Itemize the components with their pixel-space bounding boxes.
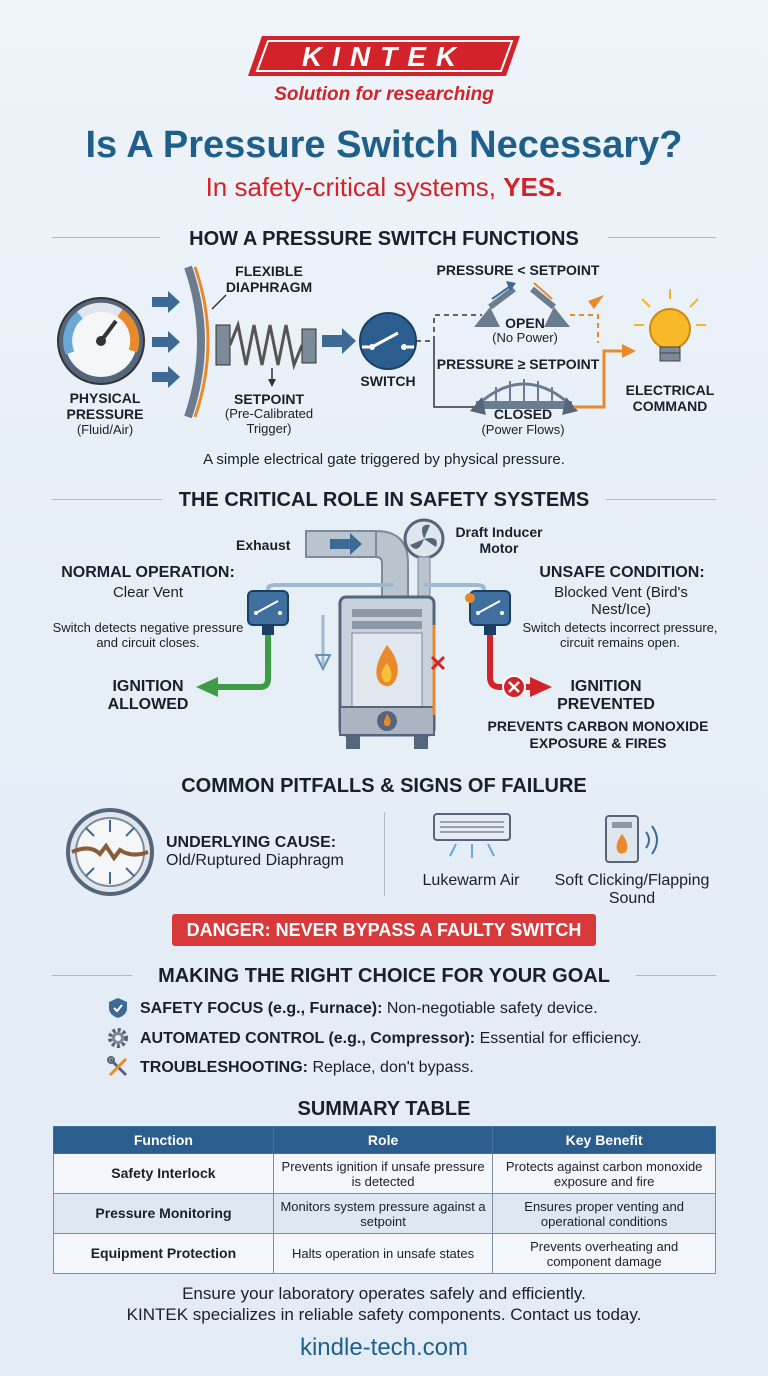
tools-icon [107, 1056, 128, 1077]
table-header-row: Function Role Key Benefit [53, 1126, 716, 1154]
electrical-command-label: ELECTRICAL COMMAND [625, 382, 715, 414]
closed-bridge-icon [470, 379, 578, 415]
setpoint-label: SETPOINT [233, 391, 304, 407]
footer-line-1: Ensure your laboratory operates safely a… [182, 1284, 586, 1303]
gear-icon [108, 1028, 128, 1048]
open-sublabel: (No Power) [492, 330, 558, 345]
section-heading-safety: THE CRITICAL ROLE IN SAFETY SYSTEMS [178, 489, 590, 511]
divider [52, 237, 160, 238]
table-row: Safety Interlock Prevents ignition if un… [53, 1153, 716, 1194]
website-link[interactable]: kindle-tech.com [299, 1334, 469, 1361]
column-header: Role [272, 1126, 494, 1154]
section-heading-function: HOW A PRESSURE SWITCH FUNCTIONS [189, 228, 579, 250]
brand-tagline: Solution for researching [274, 84, 494, 105]
section-heading-choice: MAKING THE RIGHT CHOICE FOR YOUR GOAL [158, 965, 610, 987]
closed-sublabel: (Power Flows) [481, 422, 565, 437]
pressure-switch-diagram [57, 265, 706, 419]
unsafe-condition-sub: Blocked Vent (Bird's Nest/Ice) [554, 584, 688, 618]
table-cell: Safety Interlock [53, 1153, 274, 1194]
page-subtitle: In safety-critical systems, YES. [205, 172, 563, 202]
column-header: Key Benefit [492, 1126, 716, 1154]
pressure-gauge-icon [57, 297, 145, 385]
divider [636, 975, 716, 976]
right-pressure-switch-icon [465, 590, 511, 635]
table-cell: Pressure Monitoring [53, 1193, 274, 1234]
divider [606, 499, 716, 500]
draft-inducer-label: Draft Inducer Motor [455, 524, 543, 556]
summary-table: Function Role Key Benefit Safety Interlo… [53, 1126, 716, 1274]
sign-lukewarm-air: Lukewarm Air [422, 872, 520, 889]
divider [52, 499, 162, 500]
light-bulb-icon [634, 289, 706, 362]
exhaust-label: Exhaust [236, 537, 291, 553]
furnace-sound-icon [605, 815, 658, 863]
summary-table-heading: SUMMARY TABLE [297, 1098, 471, 1120]
unsafe-condition-desc: Switch detects incorrect pressure, circu… [522, 620, 718, 650]
ac-unit-icon [433, 813, 511, 858]
prevents-co-label: PREVENTS CARBON MONOXIDE EXPOSURE & FIRE… [487, 718, 709, 751]
table-cell: Halts operation in unsafe states [272, 1233, 494, 1274]
normal-operation-sub: Clear Vent [112, 584, 184, 601]
gauge-label: PHYSICAL PRESSURE [66, 390, 144, 422]
table-cell: Equipment Protection [53, 1233, 274, 1274]
danger-banner: DANGER: NEVER BYPASS A FAULTY SWITCH [172, 914, 596, 946]
normal-operation-title: NORMAL OPERATION: [61, 564, 235, 581]
function-caption: A simple electrical gate triggered by ph… [203, 451, 565, 468]
divider [384, 812, 385, 896]
shield-icon [109, 998, 127, 1018]
setpoint-sublabel: (Pre-Calibrated Trigger) [224, 406, 314, 436]
ignition-allowed-label: IGNITION ALLOWED [107, 678, 189, 713]
left-pressure-switch-icon [247, 590, 289, 635]
sign-clicking-sound: Soft Clicking/Flapping Sound [554, 872, 710, 907]
choice-item-safety: SAFETY FOCUS (e.g., Furnace): Non-negoti… [140, 1000, 598, 1017]
footer-line-2: KINTEK specializes in reliable safety co… [126, 1305, 642, 1324]
open-label: OPEN [505, 315, 545, 331]
open-bridge-icon [474, 281, 570, 327]
logo-text: KINTEK [302, 41, 466, 72]
diaphragm-icon [184, 265, 210, 419]
table-cell: Prevents ignition if unsafe pressure is … [272, 1153, 494, 1194]
page-title: Is A Pressure Switch Necessary? [85, 124, 683, 166]
divider [608, 237, 716, 238]
exhaust-pipe-icon [305, 529, 409, 606]
above-setpoint-label: PRESSURE ≥ SETPOINT [436, 356, 600, 372]
table-cell: Ensures proper venting and operational c… [492, 1193, 716, 1234]
switch-icon [359, 312, 417, 370]
section-heading-pitfalls: COMMON PITFALLS & SIGNS OF FAILURE [181, 775, 587, 797]
table-cell: Prevents overheating and component damag… [492, 1233, 716, 1274]
switch-label: SWITCH [360, 373, 416, 389]
table-row: Pressure Monitoring Monitors system pres… [53, 1193, 716, 1234]
normal-operation-desc: Switch detects negative pressure and cir… [52, 620, 244, 650]
ignition-prevented-label: IGNITION PREVENTED [557, 678, 655, 713]
table-cell: Protects against carbon monoxide exposur… [492, 1153, 716, 1194]
diaphragm-label: FLEXIBLE DIAPHRAGM [225, 263, 313, 295]
table-cell: Monitors system pressure against a setpo… [272, 1193, 494, 1234]
spring-icon [215, 319, 317, 371]
draft-inducer-fan-icon [403, 518, 445, 606]
table-row: Equipment Protection Halts operation in … [53, 1233, 716, 1274]
pressure-arrows-icon [152, 291, 180, 388]
furnace-diagram [196, 518, 552, 749]
cause-sub: Old/Ruptured Diaphragm [166, 852, 344, 869]
below-setpoint-label: PRESSURE < SETPOINT [436, 262, 600, 278]
choice-item-control: AUTOMATED CONTROL (e.g., Compressor): Es… [140, 1030, 642, 1047]
closed-label: CLOSED [493, 406, 553, 422]
unsafe-condition-title: UNSAFE CONDITION: [539, 564, 705, 581]
column-header: Function [53, 1126, 274, 1154]
gauge-sublabel: (Fluid/Air) [76, 422, 134, 437]
choice-item-troubleshooting: TROUBLESHOOTING: Replace, don't bypass. [140, 1059, 474, 1076]
furnace-icon [338, 595, 436, 749]
kintek-logo: KINTEK [248, 34, 520, 78]
cause-title: UNDERLYING CAUSE: [166, 834, 337, 851]
ruptured-diaphragm-icon [66, 808, 154, 896]
divider [52, 975, 132, 976]
